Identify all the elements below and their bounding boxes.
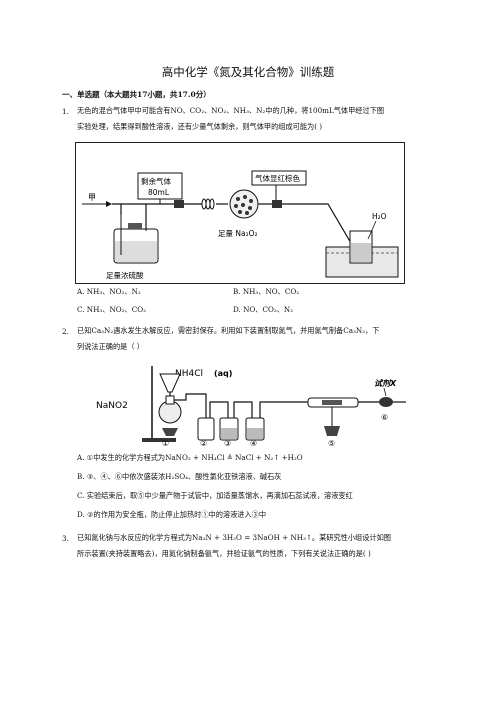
question-2-option-b[interactable]: B. ③、④、⑥中依次盛装浓H₂SO₄、酸性氯化亚铁溶液、碱石灰 <box>77 472 282 481</box>
label-3: ③ <box>224 439 231 446</box>
coil <box>201 198 215 210</box>
tube-clamp <box>174 200 184 208</box>
question-1-option-c[interactable]: C. NH₃、NO₂、CO₂ <box>77 305 146 314</box>
question-2-line-2: 列说法正确的是（ ） <box>77 342 144 351</box>
label-h2so4: 足量浓硫酸 <box>106 270 144 280</box>
question-3-text: 已知氮化钠与水反应的化学方程式为Na₃N + 3H₂O = 3NaOH + NH… <box>77 530 467 562</box>
na2o2-granules <box>234 195 253 215</box>
question-2-option-a[interactable]: A. ①中发生的化学方程式为NaNO₂ + NH₄Cl ≜ NaCl + N₂↑… <box>77 453 303 462</box>
acid-liquid <box>115 241 157 262</box>
burner-5 <box>324 426 340 436</box>
label-5: ⑤ <box>328 439 335 446</box>
question-2-text: 已知Ca₃N₂遇水发生水解反应，需密封保存。利用如下装置制取氮气，并用氮气制备C… <box>77 323 462 355</box>
label-80ml: 80mL <box>148 188 170 197</box>
dropping-funnel <box>159 373 181 393</box>
question-2-line-1: 已知Ca₃N₂遇水发生水解反应，需密封保存。利用如下装置制取氮气，并用氮气制备C… <box>77 326 380 335</box>
section-heading: 一、单选题（本大题共17小题，共17.0分） <box>62 90 211 99</box>
label-reagent-x: 试剂X <box>374 379 397 388</box>
question-1-number: 1. <box>62 107 69 116</box>
question-2-option-c[interactable]: C. 实验结束后，取⑤中少量产物于试管中，加适量蒸馏水，再滴加石蕊试液，溶液变红 <box>77 491 353 500</box>
question-3-line-1: 已知氮化钠与水反应的化学方程式为Na₃N + 3H₂O = 3NaOH + NH… <box>77 533 391 542</box>
label-h2o: H₂O <box>372 212 387 221</box>
question-1-option-b[interactable]: B. NH₃、NO、CO₂ <box>233 287 300 296</box>
question-1-line-2: 实验处理，结果得到酸性溶液，还有少量气体剩余，则气体甲的组成可能为( ) <box>77 122 323 131</box>
stopper <box>128 223 142 229</box>
red-gas-box <box>251 170 307 186</box>
burner-1 <box>162 428 178 436</box>
label-6: ⑥ <box>381 413 388 422</box>
label-nano2: NaNO2 <box>96 401 128 411</box>
question-2-option-d[interactable]: D. ②的作用为安全瓶，防止停止加热时①中的溶液进入③中 <box>77 510 267 519</box>
question-3-number: 3. <box>62 534 69 543</box>
question-2-diagram: NH4Cl (aq) NaNO2 试剂X ① <box>88 362 418 448</box>
label-aq: (aq) <box>214 369 232 378</box>
bottle-2 <box>197 417 215 441</box>
question-1-option-a[interactable]: A. NH₃、NO₂、N₂ <box>77 287 141 296</box>
label-remain: 剩余气体 <box>141 176 171 186</box>
label-4: ④ <box>250 439 257 446</box>
page-title: 高中化学《氮及其化合物》训练题 <box>161 65 335 79</box>
question-2-number: 2. <box>62 327 69 336</box>
label-na2o2: 足量 Na₂O₂ <box>218 229 258 238</box>
question-1-diagram: 甲 足量浓硫酸 剩余气体 80mL <box>75 142 405 284</box>
question-1-line-1: 无色的混合气体甲中可能含有NO、CO₂、NO₂、NH₃、N₂中的几种，将100m… <box>77 106 385 115</box>
arrow-head <box>106 201 112 207</box>
tube-clamp-2 <box>272 200 282 208</box>
question-1-text: 无色的混合气体甲中可能含有NO、CO₂、NO₂、NH₃、N₂中的几种，将100m… <box>77 103 457 135</box>
label-2: ② <box>200 439 207 446</box>
question-1-option-d[interactable]: D. NO、CO₂、N₂ <box>233 305 294 314</box>
question-3-line-2: 所示装置(夹持装置略去)，用氮化钠制备氨气，并验证氨气的性质，下列有关说法正确的… <box>77 549 371 558</box>
label-red: 气体显红棕色 <box>255 173 300 183</box>
label-1: ① <box>162 439 169 446</box>
label-nh4cl: NH4Cl <box>175 369 203 379</box>
label-jia: 甲 <box>88 193 96 202</box>
drying-tube-6 <box>379 397 393 407</box>
